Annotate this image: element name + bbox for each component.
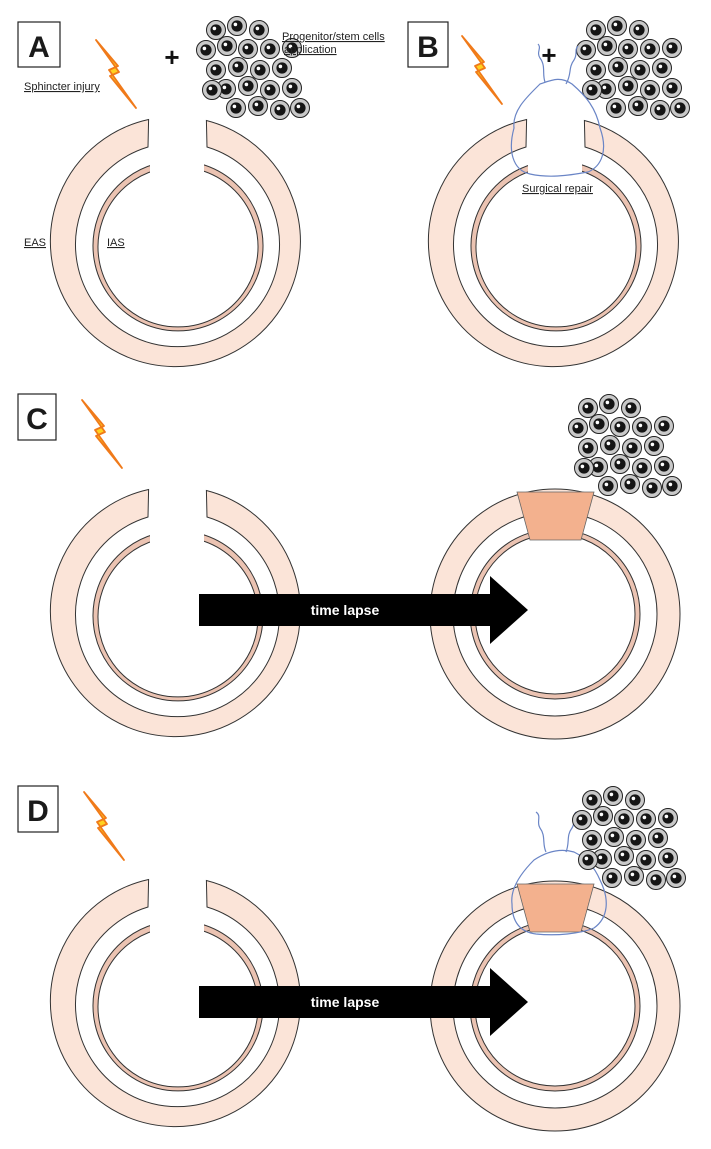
cells-label-line1: Progenitor/stem cells (282, 31, 385, 43)
panel-c-letter-box (17, 393, 57, 441)
panel-d-letter: D (27, 795, 49, 828)
plus-sign: + (541, 40, 556, 70)
panel-a-letter: A (28, 31, 50, 64)
injured-sphincter-ring (49, 878, 301, 1128)
time-lapse-arrow: time lapse (199, 576, 528, 644)
eas-label: EAS (24, 237, 46, 249)
lightning-bolt-icon (95, 39, 137, 109)
ias-label: IAS (107, 237, 125, 249)
injured-sphincter-ring (49, 488, 301, 738)
cells-label-line2: application (284, 44, 337, 56)
repaired-sphincter-ring (429, 488, 681, 740)
suture-loop-icon (510, 43, 605, 177)
panel-d: D time lapse (17, 785, 686, 1132)
panel-c: C time lapse (17, 393, 682, 740)
time-lapse-label: time lapse (311, 994, 380, 1010)
external-anal-sphincter (49, 878, 301, 1128)
external-anal-sphincter (49, 118, 301, 368)
panel-a: A Sphincter injury + Progenitor/stem cel… (17, 17, 385, 368)
lightning-bolt-icon (461, 35, 503, 105)
sphincter-ring (49, 118, 301, 368)
lightning-bolt-icon (81, 399, 123, 469)
stem-cell-cluster-icon (577, 17, 690, 120)
time-lapse-arrow: time lapse (199, 968, 528, 1036)
external-anal-sphincter (49, 488, 301, 738)
panel-d-letter-box (17, 785, 59, 833)
lightning-bolt-icon (83, 791, 125, 861)
injury-label: Sphincter injury (24, 81, 100, 93)
panel-a-letter-box (17, 21, 61, 68)
time-lapse-label: time lapse (311, 602, 380, 618)
surgical-repair-label: Surgical repair (522, 183, 593, 195)
regenerated-tissue (516, 883, 595, 933)
panel-b-letter: B (417, 31, 439, 64)
sphincter-ring (427, 118, 679, 368)
panel-b: B + Surgical repair (407, 17, 690, 368)
external-anal-sphincter (427, 118, 679, 368)
repaired-sphincter-ring (429, 880, 681, 1132)
stem-cell-cluster-icon (569, 395, 682, 498)
plus-sign: + (164, 42, 179, 72)
panel-c-letter: C (26, 403, 48, 436)
panel-b-letter-box (407, 21, 449, 68)
regenerated-tissue (516, 491, 595, 541)
stem-cell-cluster-icon (573, 787, 686, 890)
